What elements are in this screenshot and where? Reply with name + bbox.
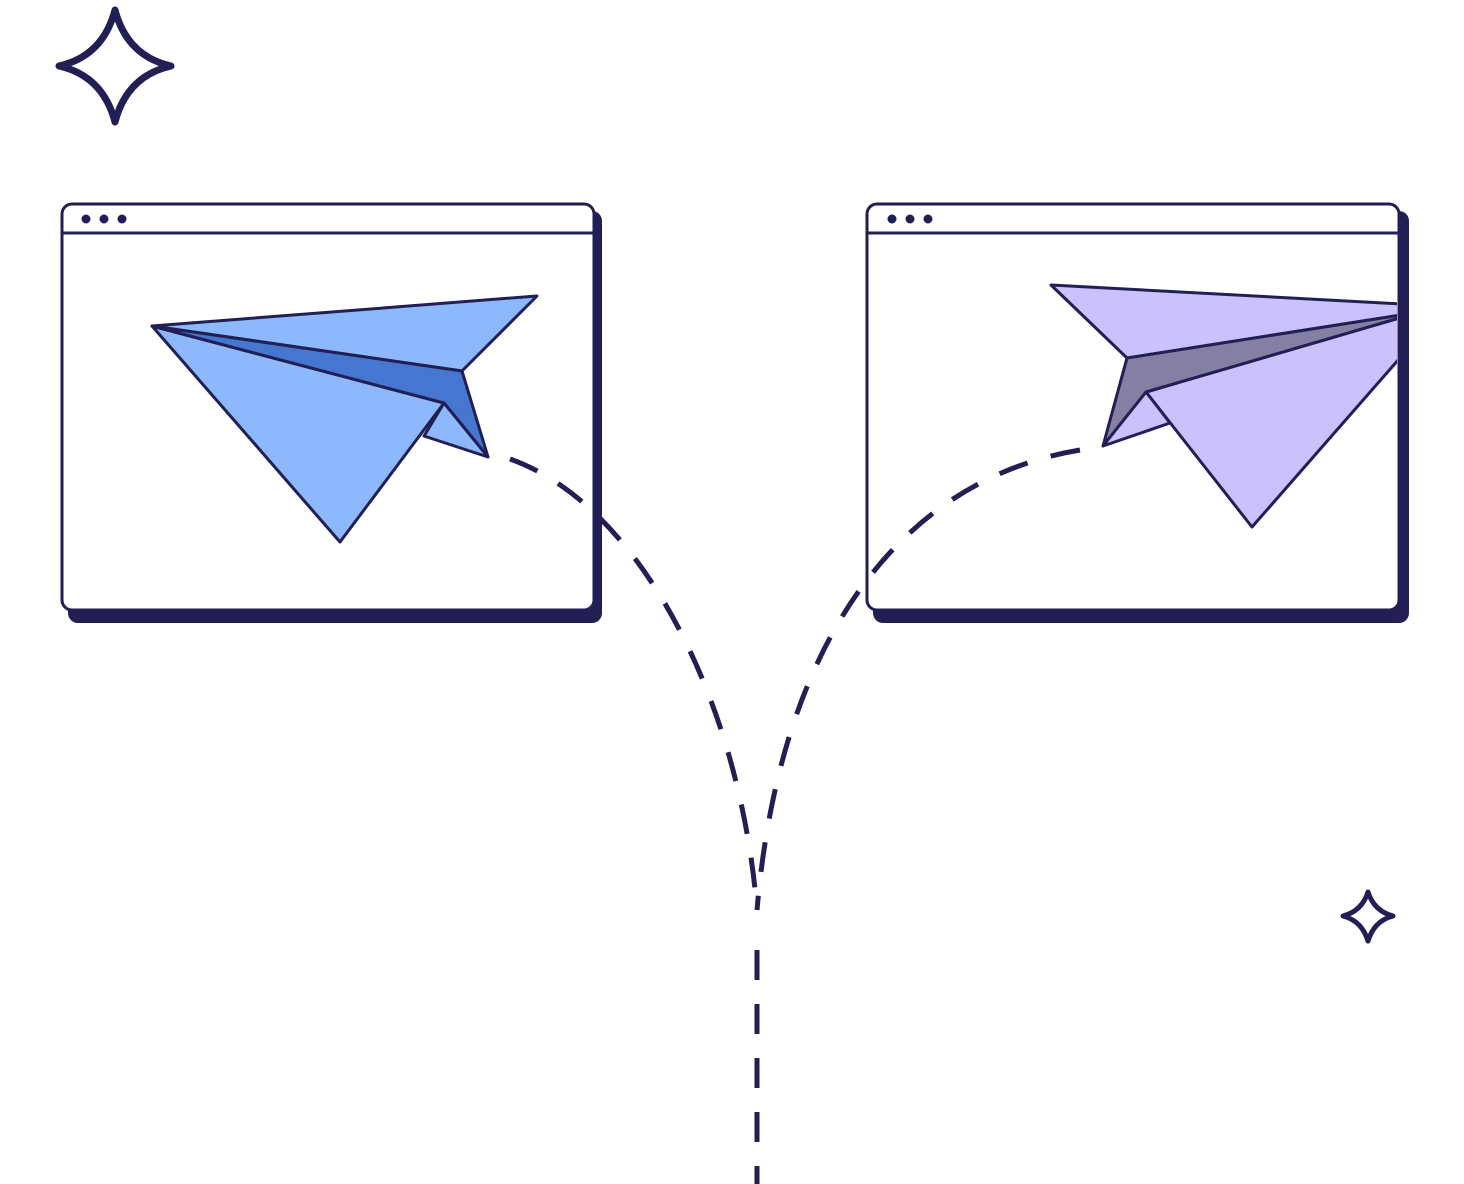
window-dot-icon — [81, 214, 91, 224]
flight-path-right — [754, 447, 1081, 911]
flight-path-left — [509, 456, 760, 911]
window-dot-icon — [99, 214, 109, 224]
plane-tail-flap — [1101, 390, 1172, 448]
plane-upper-wing — [1049, 283, 1397, 360]
paper-plane-icon-left — [150, 294, 539, 544]
window-dot-icon — [117, 214, 127, 224]
plane-tail-flap — [422, 401, 490, 459]
sparkle-icon-large — [55, 6, 175, 126]
window-dot-icon — [905, 214, 915, 224]
window-dot-icon — [923, 214, 933, 224]
paper-plane-icon-right — [1049, 283, 1397, 529]
window-dot-icon — [887, 214, 897, 224]
sparkle-icon-small — [1340, 889, 1396, 944]
